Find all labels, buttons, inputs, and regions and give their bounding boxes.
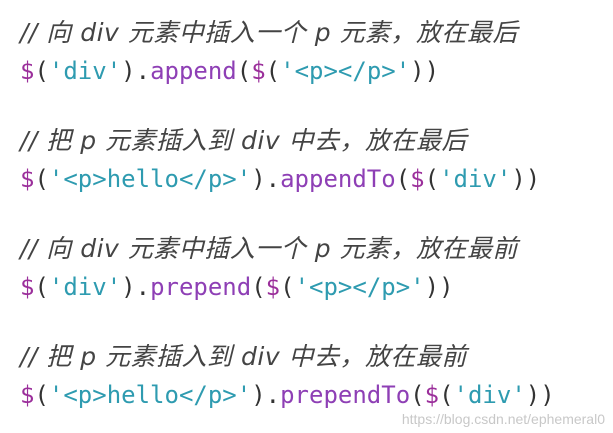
paren-token: ( — [439, 381, 454, 409]
string-token: '<p>hello</p>' — [48, 165, 252, 193]
code-line: $('div').prepend($('<p></p>')) — [20, 268, 610, 306]
paren-token: ( — [34, 273, 49, 301]
string-token: '<p></p>' — [294, 273, 425, 301]
paren-token: ( — [424, 165, 440, 193]
dollar-token: $ — [20, 273, 35, 301]
method-token: appendTo — [280, 165, 396, 193]
paren-token: ( — [410, 381, 425, 409]
method-token: prependTo — [280, 381, 411, 409]
paren-token: ( — [34, 165, 49, 193]
comment-line: // 把 p 元素插入到 div 中去，放在最前 — [20, 342, 468, 371]
paren-token: )) — [525, 381, 555, 409]
paren-token: ( — [265, 57, 281, 85]
code-block-append: // 向 div 元素中插入一个 p 元素，放在最后 $('div').appe… — [20, 14, 610, 90]
paren-token: ( — [236, 57, 252, 85]
string-token: '<p>hello</p>' — [48, 381, 252, 409]
punctuation-token: ). — [251, 165, 281, 193]
code-block-prepend-to: // 把 p 元素插入到 div 中去，放在最前 $('<p>hello</p>… — [20, 338, 610, 414]
paren-token: )) — [511, 165, 541, 193]
paren-token: )) — [410, 57, 440, 85]
paren-token: ( — [34, 57, 49, 85]
string-token: 'div' — [439, 165, 512, 193]
code-block-prepend: // 向 div 元素中插入一个 p 元素，放在最前 $('div').prep… — [20, 230, 610, 306]
dollar-token: $ — [20, 381, 35, 409]
code-line: $('div').append($('<p></p>')) — [20, 52, 610, 90]
string-token: 'div' — [48, 273, 122, 301]
dollar-token: $ — [251, 57, 266, 85]
dollar-token: $ — [265, 273, 281, 301]
method-token: prepend — [150, 273, 252, 301]
string-token: 'div' — [48, 57, 122, 85]
code-line: $('<p>hello</p>').appendTo($('div')) — [20, 160, 610, 198]
dollar-token: $ — [20, 57, 35, 85]
string-token: 'div' — [453, 381, 526, 409]
watermark-text: https://blog.csdn.net/ephemeral0 — [401, 411, 605, 427]
comment-line: // 向 div 元素中插入一个 p 元素，放在最前 — [20, 234, 519, 263]
dollar-token: $ — [410, 165, 425, 193]
punctuation-token: ). — [121, 57, 151, 85]
paren-token: ( — [34, 381, 49, 409]
comment-line: // 把 p 元素插入到 div 中去，放在最后 — [20, 126, 468, 155]
code-line: $('<p>hello</p>').prependTo($('div')) — [20, 376, 610, 414]
paren-token: ( — [395, 165, 411, 193]
dollar-token: $ — [424, 381, 440, 409]
paren-token: ( — [251, 273, 266, 301]
comment-line: // 向 div 元素中插入一个 p 元素，放在最后 — [20, 18, 519, 47]
punctuation-token: ). — [251, 381, 281, 409]
paren-token: ( — [280, 273, 295, 301]
paren-token: )) — [424, 273, 454, 301]
code-block-append-to: // 把 p 元素插入到 div 中去，放在最后 $('<p>hello</p>… — [20, 122, 610, 198]
dollar-token: $ — [20, 165, 35, 193]
punctuation-token: ). — [121, 273, 151, 301]
string-token: '<p></p>' — [280, 57, 411, 85]
method-token: append — [150, 57, 237, 85]
